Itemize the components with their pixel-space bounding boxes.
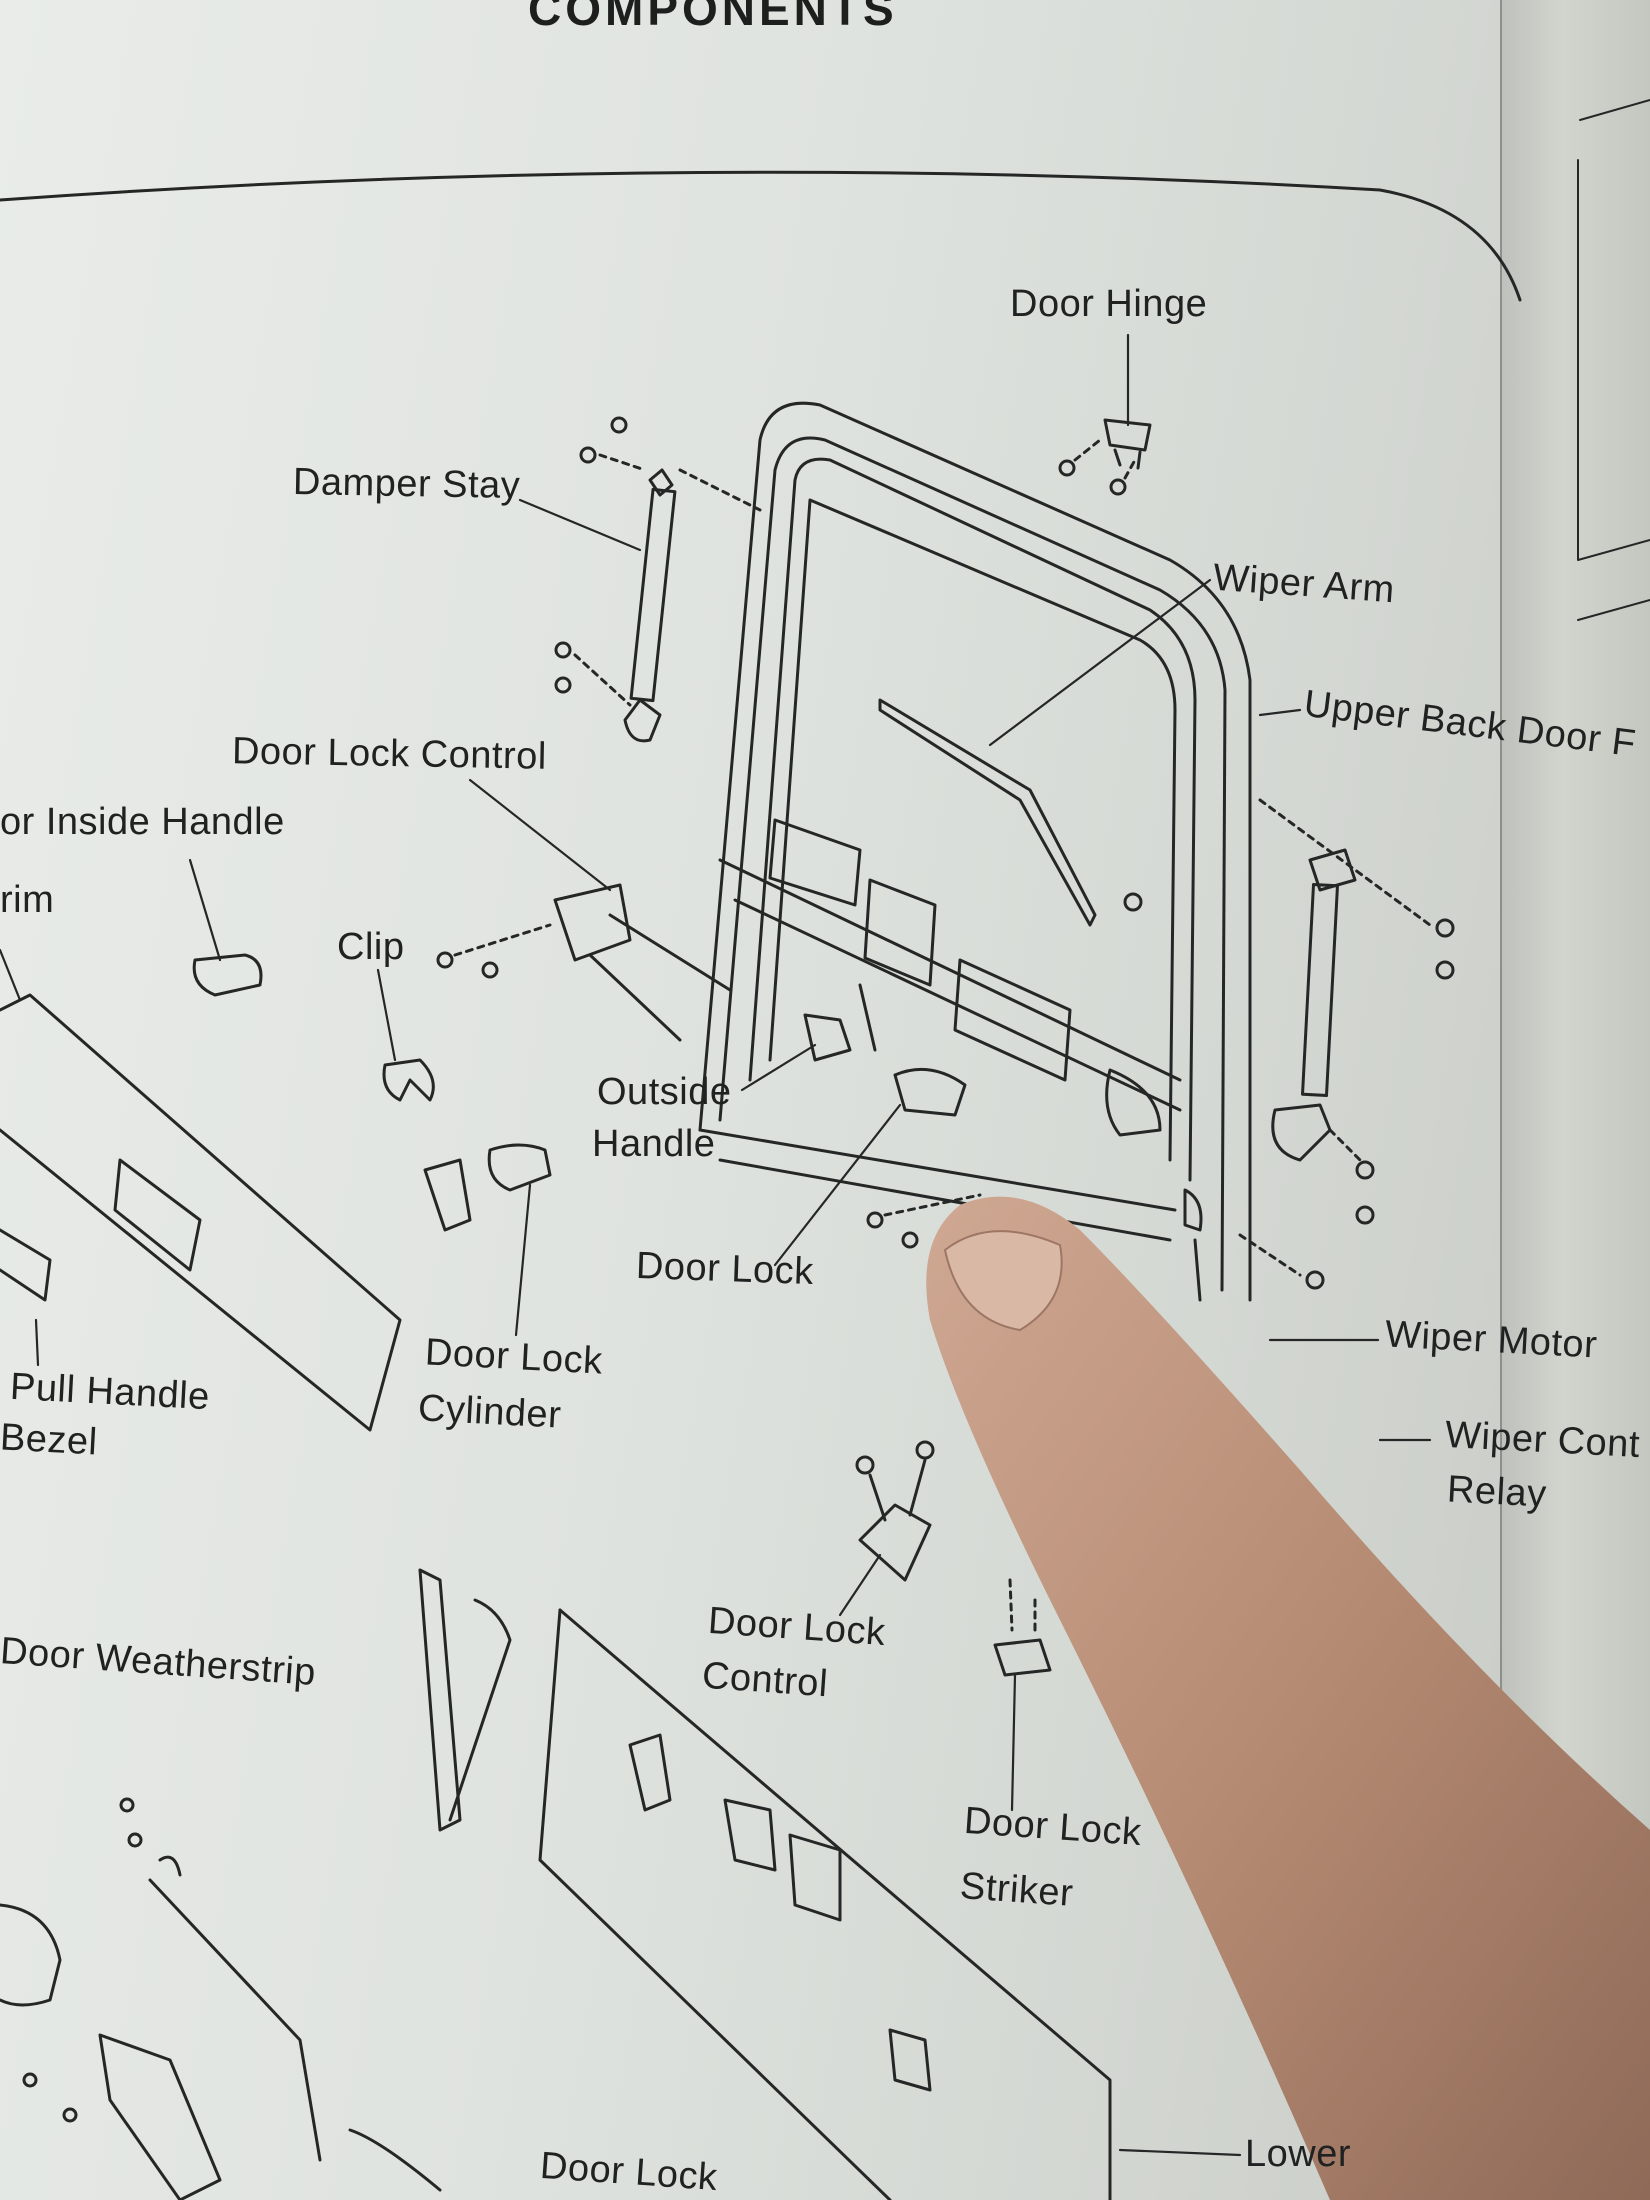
door-lock-striker-part <box>993 1638 1052 1677</box>
label-door-hinge: Door Hinge <box>1010 283 1208 325</box>
lower-back-door-panel <box>538 1608 1112 2200</box>
door-lock-control-upper <box>436 883 732 1042</box>
label-door-lock-striker-2: Striker <box>958 1865 1075 1915</box>
label-lower: Lower <box>1245 2133 1351 2175</box>
door-lock-cylinder-part <box>423 1143 552 1232</box>
door-lock-part <box>893 1067 967 1117</box>
damper-stay-left <box>554 416 762 743</box>
page-heading: COMPONENTS <box>528 0 898 35</box>
leader-lines <box>0 333 1432 2157</box>
label-door-lock-control-upper: Door Lock Control <box>231 730 548 778</box>
label-damper-stay: Damper Stay <box>292 461 521 507</box>
label-wiper-control-relay-2: Relay <box>1445 1468 1548 1516</box>
label-door-lock-cylinder-1: Door Lock <box>424 1331 604 1383</box>
label-door-lock: Door Lock <box>635 1244 815 1294</box>
label-trim: rim <box>0 879 55 921</box>
lower-left-parts <box>0 1797 442 2200</box>
fingernail <box>944 1230 1063 1331</box>
diagram-border <box>0 170 1522 302</box>
door-trim-panel <box>0 993 402 1432</box>
wiper-arm <box>878 698 1143 927</box>
door-hinge <box>1058 418 1152 496</box>
damper-stay-right <box>1238 798 1455 1290</box>
weatherstrip-arm <box>418 1568 512 1832</box>
label-outside-handle-1: Outside <box>597 1071 732 1113</box>
door-lock-control-lower <box>855 1440 935 1582</box>
label-outside-handle-2: Handle <box>592 1123 716 1165</box>
finger-overlay <box>926 1196 1650 2200</box>
label-clip: Clip <box>337 926 405 968</box>
label-door-lock-control-lower-2: Control <box>700 1654 830 1706</box>
label-door-inside-handle: or Inside Handle <box>0 801 285 843</box>
inside-handle-part <box>192 953 263 997</box>
outside-handle-part <box>803 983 877 1062</box>
clip-part <box>382 1058 435 1102</box>
label-pull-handle-bezel-2: Bezel <box>0 1416 99 1464</box>
back-door-frame <box>698 401 1252 1302</box>
label-door-lock-cylinder-2: Cylinder <box>416 1387 563 1437</box>
